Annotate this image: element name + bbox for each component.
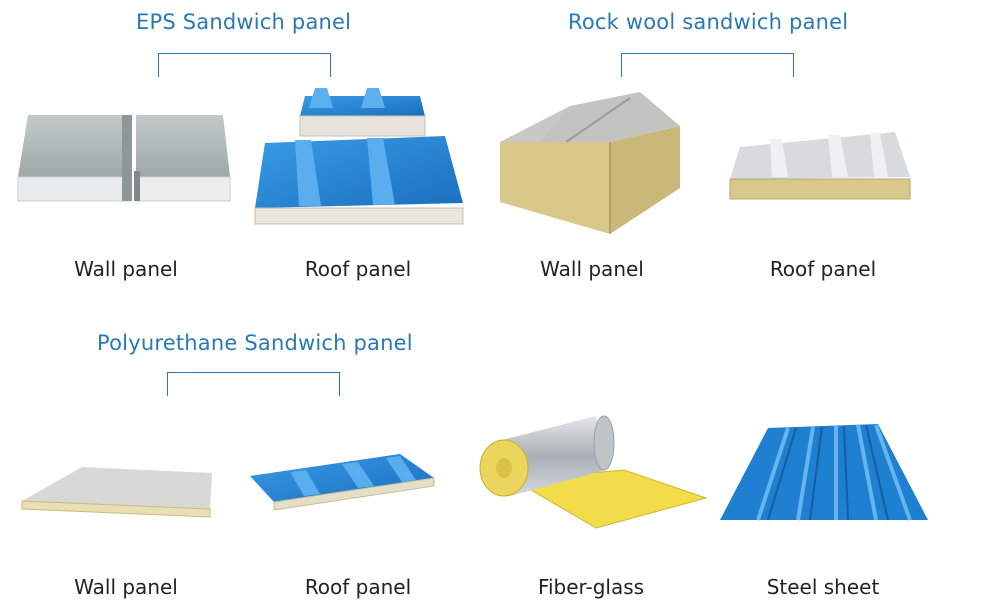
pu-roof-panel-caption: Roof panel bbox=[304, 575, 412, 599]
pu-wall-panel-caption: Wall panel bbox=[74, 575, 178, 599]
eps-roof-panel-caption: Roof panel bbox=[304, 257, 412, 281]
pu-wall-panel-image bbox=[21, 467, 212, 518]
fiberglass-roll-image bbox=[479, 415, 708, 529]
rockwool-group-bracket bbox=[621, 53, 794, 77]
eps-roof-panel-image bbox=[254, 88, 464, 225]
pu-group-title: Polyurethane Sandwich panel bbox=[97, 331, 413, 355]
eps-group-bracket bbox=[158, 53, 331, 77]
pu-roof-panel-image bbox=[250, 454, 435, 511]
steel-sheet-image bbox=[720, 424, 928, 521]
steel-sheet-caption: Steel sheet bbox=[766, 575, 880, 599]
rockwool-roof-panel-image bbox=[729, 132, 911, 200]
eps-wall-panel-image bbox=[17, 115, 231, 202]
fiberglass-caption: Fiber-glass bbox=[537, 575, 645, 599]
eps-wall-panel-caption: Wall panel bbox=[74, 257, 178, 281]
rockwool-wall-panel-caption: Wall panel bbox=[540, 257, 644, 281]
rockwool-wall-panel-image bbox=[500, 92, 680, 234]
rockwool-roof-panel-caption: Roof panel bbox=[769, 257, 877, 281]
rockwool-group-title: Rock wool sandwich panel bbox=[568, 10, 849, 34]
pu-group-bracket bbox=[167, 372, 340, 396]
eps-group-title: EPS Sandwich panel bbox=[136, 10, 352, 34]
